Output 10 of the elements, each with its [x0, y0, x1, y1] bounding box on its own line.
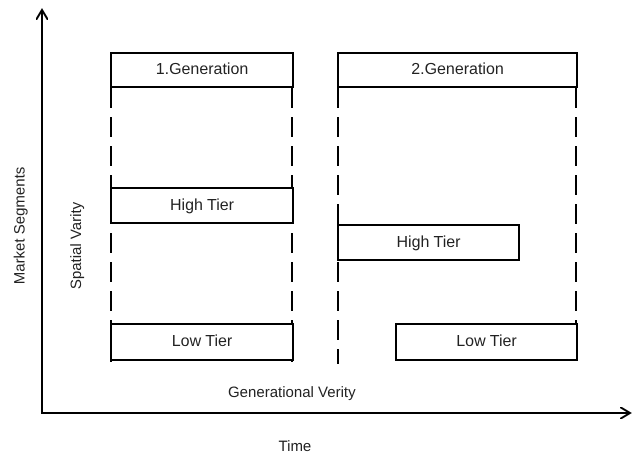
generation-box: 2.Generation	[337, 52, 578, 88]
tier-box: Low Tier	[395, 323, 578, 361]
generation-box: 1.Generation	[110, 52, 294, 88]
axis-label: Spatial Varity	[68, 201, 85, 289]
tier-box: High Tier	[337, 224, 520, 261]
tier-box: High Tier	[110, 187, 294, 224]
axis-title: Time	[278, 438, 312, 454]
axis-label: Generational Verity	[228, 384, 356, 400]
axis-title: Market Segments	[11, 166, 28, 284]
tier-box: Low Tier	[110, 323, 294, 361]
